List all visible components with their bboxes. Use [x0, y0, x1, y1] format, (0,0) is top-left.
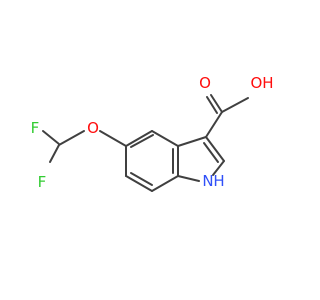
bond-c3a-c3: [177, 136, 207, 147]
bond-n1-c7a: [177, 175, 200, 182]
carbonyl-oxygen-label: O: [199, 74, 211, 92]
bond-c4-c3a: [151, 130, 179, 147]
bond-c3-c2-inner: [203, 142, 219, 163]
bond-c2-n1: [212, 160, 225, 176]
ether-oxygen-label: O: [87, 119, 99, 137]
bond-o-ether-c5: [99, 130, 127, 147]
nitrogen-hydrogen-label: H: [213, 172, 224, 190]
bond-c7-c6-inner: [130, 172, 153, 186]
bond-ccooh-o-carbonyl: [210, 94, 223, 113]
nitrogen-label: N: [202, 172, 213, 190]
bond-chf2-o-ether: [58, 130, 85, 146]
bond-ccooh-o-carbonyl-inner: [206, 96, 218, 114]
fluorine-label-2: F: [38, 173, 47, 191]
hydroxyl-label: OH: [250, 74, 273, 92]
bond-c3-ccooh: [205, 111, 223, 138]
bond-f1-chf2: [42, 130, 60, 145]
bond-c5-c4: [125, 130, 153, 147]
bond-c7-c6: [125, 175, 153, 192]
bond-ccooh-o-hydroxyl: [221, 97, 249, 113]
chemical-structure: F F O O OH N H: [31, 74, 274, 192]
bond-c3-c2: [205, 136, 225, 162]
fluorine-label-1: F: [31, 119, 40, 137]
bond-c5-c4-inner: [130, 134, 154, 148]
bond-f2-chf2: [49, 144, 60, 163]
bond-c7a-c7: [151, 175, 179, 192]
